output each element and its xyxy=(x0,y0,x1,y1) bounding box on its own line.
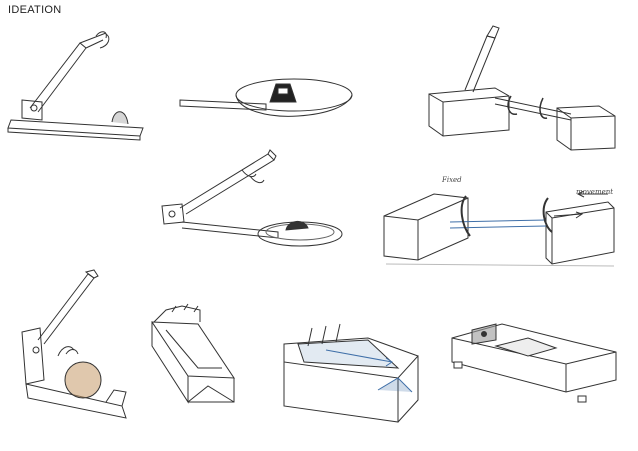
sketch-sliding-base xyxy=(448,312,623,412)
sketch-fixed-movement-blocks xyxy=(378,172,618,272)
annotation-fixed: Fixed xyxy=(442,176,462,184)
sketch-blue-tray xyxy=(278,318,423,426)
page-title: IDEATION xyxy=(8,4,62,16)
sketch-lever-stand xyxy=(8,28,153,146)
sketch-rail-clamp-blocks xyxy=(425,26,617,151)
sketch-lever-arm-over-pan xyxy=(158,148,348,254)
sketch-notched-trough xyxy=(148,302,240,420)
sketch-lever-press-with-wood-disc xyxy=(18,270,133,422)
annotation-movement: movement xyxy=(576,188,614,196)
sketch-pan-with-handle-grip xyxy=(178,70,353,125)
